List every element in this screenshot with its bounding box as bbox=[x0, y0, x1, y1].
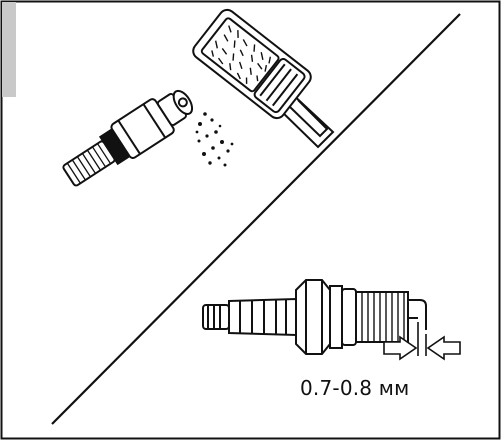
toothbrush bbox=[192, 8, 335, 149]
gap-measure-arrows bbox=[383, 322, 461, 361]
spark-plug-horizontal bbox=[202, 279, 427, 355]
corner-tab bbox=[2, 2, 16, 97]
carbon-particles bbox=[195, 112, 234, 167]
gap-spec-label: 0.7-0.8 мм bbox=[300, 376, 410, 400]
diagonal-divider bbox=[51, 13, 461, 425]
spark-plug-angled bbox=[62, 89, 194, 187]
